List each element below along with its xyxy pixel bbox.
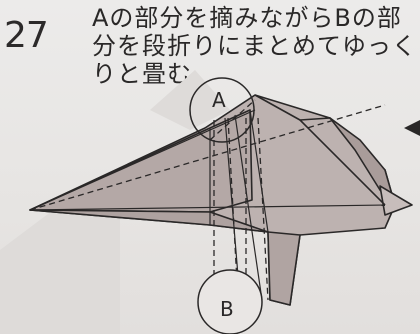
right-point [379,185,413,216]
arrow-icon [404,120,420,136]
fold-lines [29,109,386,301]
circle-b: B [197,269,263,334]
lower-pleat [267,231,301,306]
circle-a: A [189,77,255,143]
step-instruction: Aの部分を摘みながらBの部 分を段折りにまとめてゆっく りと畳む [92,4,417,88]
background-stencil [0,70,230,334]
instruction-line-3: りと畳む [92,60,192,88]
back-ridge [299,119,386,206]
label-b: B [220,297,234,321]
step-number: 27 [4,15,49,56]
instruction-line-2: 分を段折りにまとめてゆっく [92,32,417,60]
dashed-fold-lines [29,99,386,301]
instruction-line-1: Aの部分を摘みながらBの部 [92,4,402,32]
label-a: A [212,88,226,112]
